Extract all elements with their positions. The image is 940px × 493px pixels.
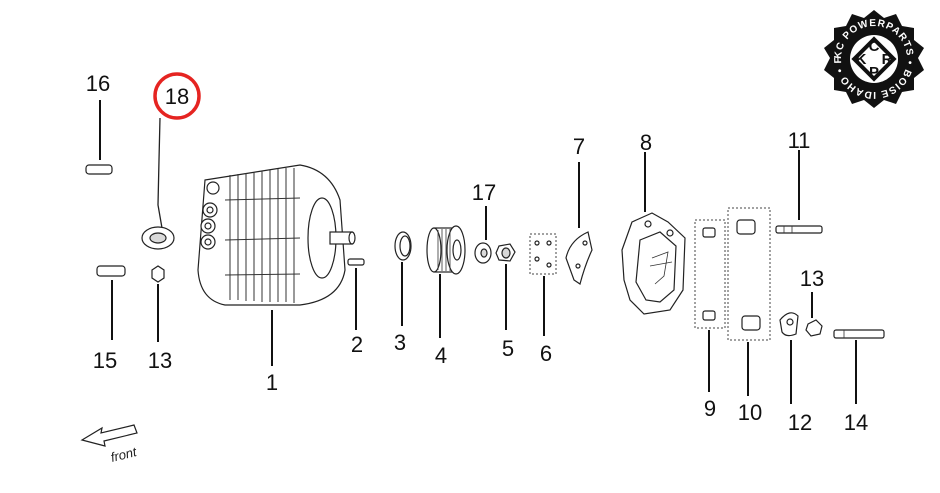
callout-8: 8 bbox=[640, 130, 652, 155]
bushing-kit-part bbox=[727, 207, 771, 341]
callout-14: 14 bbox=[844, 410, 868, 435]
motor-housing-part bbox=[197, 164, 356, 306]
callout-4: 4 bbox=[435, 343, 447, 368]
lower-bolt-part bbox=[833, 329, 885, 339]
callout-12: 12 bbox=[788, 410, 812, 435]
callout-13-left: 13 bbox=[148, 348, 172, 373]
callout-10: 10 bbox=[738, 400, 762, 425]
leader-lines bbox=[99, 100, 857, 404]
screw-plate-kit-part bbox=[529, 233, 557, 275]
sensor-part bbox=[141, 117, 175, 250]
callout-11: 11 bbox=[788, 128, 811, 153]
spacer-ring-part bbox=[394, 231, 412, 261]
logo-letter-r: R bbox=[882, 51, 893, 68]
logo-letter-k: K bbox=[856, 51, 867, 68]
logo-letter-c: C bbox=[869, 38, 880, 55]
front-arrow-icon: front bbox=[80, 424, 139, 465]
callout-18: 18 bbox=[165, 84, 189, 109]
washer-part bbox=[474, 242, 492, 264]
callout-13-right: 13 bbox=[800, 266, 824, 291]
callout-5: 5 bbox=[502, 336, 514, 361]
callout-15: 15 bbox=[93, 348, 117, 373]
upper-stud-part bbox=[85, 164, 113, 175]
highlight-circle bbox=[153, 72, 201, 120]
left-nut-part bbox=[151, 265, 165, 283]
logo-letter-p: P bbox=[869, 64, 879, 81]
cover-bracket-part bbox=[565, 231, 593, 285]
logo-ring-text: KC POWERPARTS • BOISE IDAHO • FOUNDED 20… bbox=[0, 0, 915, 100]
callout-3: 3 bbox=[394, 330, 406, 355]
callout-7: 7 bbox=[573, 134, 585, 159]
right-nut-part bbox=[805, 319, 823, 337]
lower-stud-part bbox=[96, 265, 126, 277]
drive-pulley-part bbox=[426, 225, 466, 275]
callout-labels: 1 2 3 4 5 6 7 8 9 10 11 12 13 14 15 16 1… bbox=[86, 71, 868, 435]
callout-17: 17 bbox=[472, 180, 496, 205]
bracket-clip-part bbox=[779, 312, 799, 337]
callout-2: 2 bbox=[351, 332, 363, 357]
brand-logo: KC POWERPARTS • BOISE IDAHO • FOUNDED 20… bbox=[0, 0, 924, 108]
callout-16: 16 bbox=[86, 71, 110, 96]
pulley-nut-part bbox=[495, 243, 516, 262]
callout-6: 6 bbox=[540, 341, 552, 366]
long-bolt-part bbox=[775, 225, 823, 234]
end-cover-part bbox=[621, 212, 686, 315]
front-label: front bbox=[109, 444, 139, 465]
key-pin-part bbox=[347, 258, 365, 266]
bolt-kit-part bbox=[694, 219, 726, 329]
callout-9: 9 bbox=[704, 396, 716, 421]
callout-1: 1 bbox=[266, 370, 278, 395]
